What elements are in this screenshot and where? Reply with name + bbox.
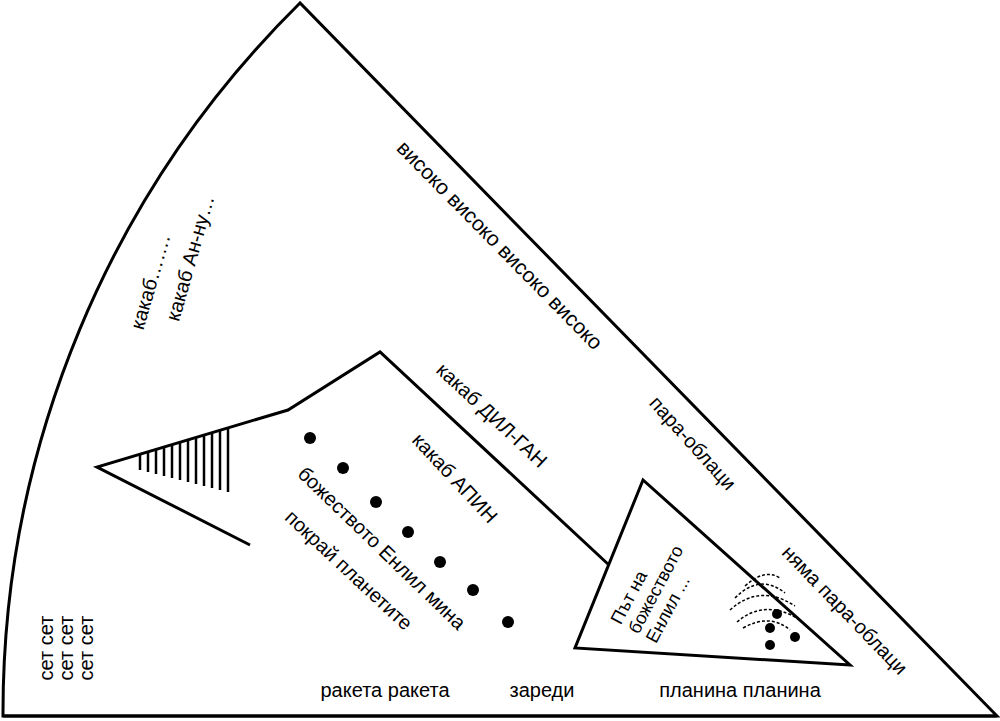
label-text: какаб Ан-ну… xyxy=(162,193,219,324)
triangle-outline xyxy=(575,478,855,668)
label-text: планина планина xyxy=(659,679,821,701)
triangle-region: Път на божеството Енлил ... xyxy=(575,478,855,668)
label-text: ракета ракета xyxy=(320,679,449,701)
hatching xyxy=(140,428,228,492)
label-text: високо високо високо високо xyxy=(393,136,608,354)
label-text: какаб АПИН xyxy=(408,429,502,527)
label-text: сет сет xyxy=(75,616,97,681)
label-text: сет сет xyxy=(55,616,77,681)
sector-outline xyxy=(3,3,997,716)
label-text: зареди xyxy=(510,679,575,701)
base-line xyxy=(3,715,997,718)
region-text: Път на божеството Енлил ... xyxy=(607,520,712,647)
label-text: сет сет xyxy=(35,616,57,681)
planet-dots xyxy=(304,432,514,628)
